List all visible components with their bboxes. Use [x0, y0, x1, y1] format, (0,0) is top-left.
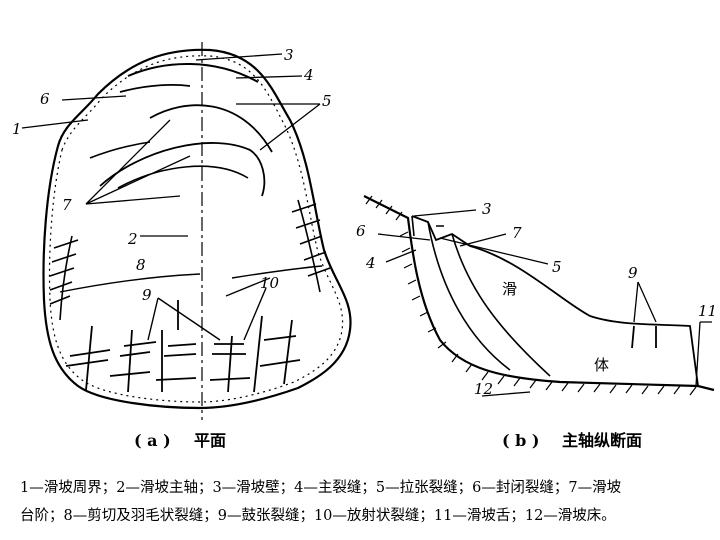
step-crack — [117, 165, 249, 189]
sliding-bed — [363, 195, 715, 392]
leader-7 — [85, 119, 191, 205]
plan-view — [21, 42, 352, 420]
tension-crack-1 — [149, 104, 273, 153]
enclosed-crack — [119, 83, 191, 93]
shear-leader-right — [231, 265, 323, 279]
leader-lines-top — [21, 53, 321, 297]
boundary-hatch — [48, 55, 344, 403]
section-caption-letter: ( b ) — [502, 431, 539, 450]
section-label-6: 6 — [356, 222, 366, 240]
shear-cracks-right — [291, 199, 331, 293]
tension-crack-3 — [89, 141, 151, 159]
shear-leader — [59, 273, 201, 293]
section-label-12: 12 — [474, 380, 493, 398]
slip-surface-2 — [451, 233, 551, 377]
plan-label-8: 8 — [136, 256, 146, 274]
radial-cracks — [85, 300, 293, 393]
plan-label-7: 7 — [62, 196, 72, 214]
landslide-figure: 3 4 5 6 1 7 2 8 9 10 ( a ) 平面 3 6 7 4 5 … — [12, 42, 717, 450]
section-leaders — [377, 209, 712, 397]
plan-label-2: 2 — [127, 230, 138, 248]
leader-9 — [147, 297, 221, 341]
bulging-cracks — [65, 335, 301, 381]
section-label-7: 7 — [512, 224, 522, 242]
legend: 1—滑坡周界；2—滑坡主轴；3—滑坡壁；4—主裂缝；5—拉张裂缝；6—封闭裂缝；… — [20, 474, 710, 530]
plan-label-5: 5 — [322, 92, 332, 110]
plan-caption-letter: ( a ) — [134, 431, 171, 450]
landslide-boundary — [42, 48, 352, 410]
section-label-9: 9 — [628, 264, 638, 282]
section-label-5: 5 — [552, 258, 562, 276]
section-body-char-1: 滑 — [502, 280, 517, 298]
plan-caption-title: 平面 — [194, 431, 226, 450]
slip-surface-1 — [427, 221, 511, 371]
plan-label-10: 10 — [260, 274, 280, 292]
main-crack — [127, 63, 259, 83]
slide-body-surface — [411, 215, 699, 387]
tension-crack-2 — [99, 142, 266, 197]
section-bulging-cracks — [631, 325, 657, 349]
leader-10 — [243, 287, 267, 341]
scarp-step — [411, 215, 444, 237]
section-label-4: 4 — [365, 254, 376, 272]
section-label-3: 3 — [482, 200, 492, 218]
section-caption-title: 主轴纵断面 — [562, 431, 642, 450]
legend-line-2: 台阶；8—剪切及羽毛状裂缝；9—鼓张裂缝；10—放射状裂缝；11—滑坡舌；12—… — [20, 508, 616, 524]
section-label-11: 11 — [698, 302, 717, 320]
sliding-bed-hatch — [365, 195, 697, 396]
shear-cracks-left — [49, 235, 79, 321]
plan-label-1: 1 — [12, 120, 22, 138]
section-view — [363, 195, 715, 397]
plan-label-4: 4 — [303, 66, 314, 84]
plan-label-3: 3 — [284, 46, 294, 64]
plan-label-9: 9 — [142, 286, 152, 304]
section-body-char-2: 体 — [594, 356, 609, 374]
plan-label-6: 6 — [40, 90, 50, 108]
legend-line-1: 1—滑坡周界；2—滑坡主轴；3—滑坡壁；4—主裂缝；5—拉张裂缝；6—封闭裂缝；… — [20, 480, 622, 496]
